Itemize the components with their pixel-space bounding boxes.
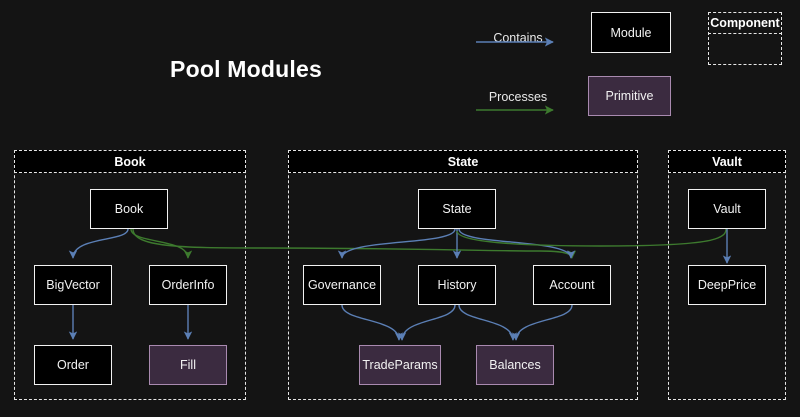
node-governance[interactable]: Governance: [303, 265, 381, 305]
group-state-header: State: [288, 150, 638, 173]
node-book[interactable]: Book: [90, 189, 168, 229]
node-fill[interactable]: Fill: [149, 345, 227, 385]
node-balances[interactable]: Balances: [476, 345, 554, 385]
node-state[interactable]: State: [418, 189, 496, 229]
node-history[interactable]: History: [418, 265, 496, 305]
legend-component-box: [708, 12, 782, 65]
node-orderinfo[interactable]: OrderInfo: [149, 265, 227, 305]
node-tradeparams[interactable]: TradeParams: [359, 345, 441, 385]
group-book-header: Book: [14, 150, 246, 173]
node-account[interactable]: Account: [533, 265, 611, 305]
node-order[interactable]: Order: [34, 345, 112, 385]
legend-component-header-divider: [708, 33, 782, 34]
node-bigvector[interactable]: BigVector: [34, 265, 112, 305]
legend-contains-label: Contains: [493, 31, 543, 45]
legend-module-box: Module: [591, 12, 671, 53]
legend-processes-label: Processes: [488, 90, 548, 104]
legend-primitive-box: Primitive: [588, 76, 671, 116]
page-title: Pool Modules: [170, 56, 322, 82]
legend-component-header: Component: [710, 16, 780, 30]
group-vault-header: Vault: [668, 150, 786, 173]
node-deepprice[interactable]: DeepPrice: [688, 265, 766, 305]
node-vault[interactable]: Vault: [688, 189, 766, 229]
